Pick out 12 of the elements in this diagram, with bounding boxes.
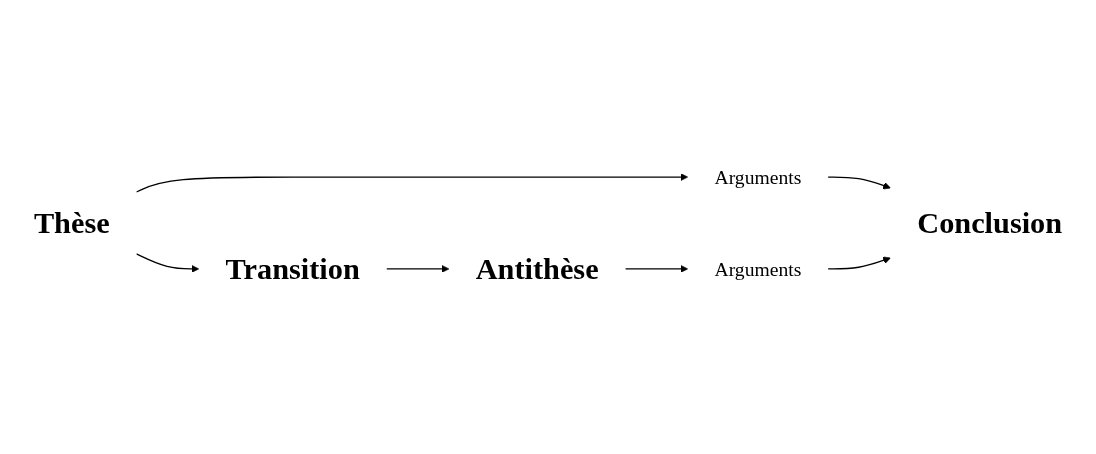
arrow: [135, 173, 689, 193]
arrow: [135, 253, 200, 273]
arrow: [827, 176, 891, 190]
arrow: [624, 265, 689, 273]
node-text: Transition: [225, 252, 360, 286]
arrow: [385, 265, 450, 273]
node-text: Thèse: [33, 206, 110, 240]
node-text: Arguments: [714, 165, 802, 189]
node-text: Conclusion: [917, 206, 1063, 240]
node-text: Antithèse: [475, 252, 599, 286]
arrow: [827, 256, 891, 270]
node-text: Arguments: [714, 257, 802, 281]
